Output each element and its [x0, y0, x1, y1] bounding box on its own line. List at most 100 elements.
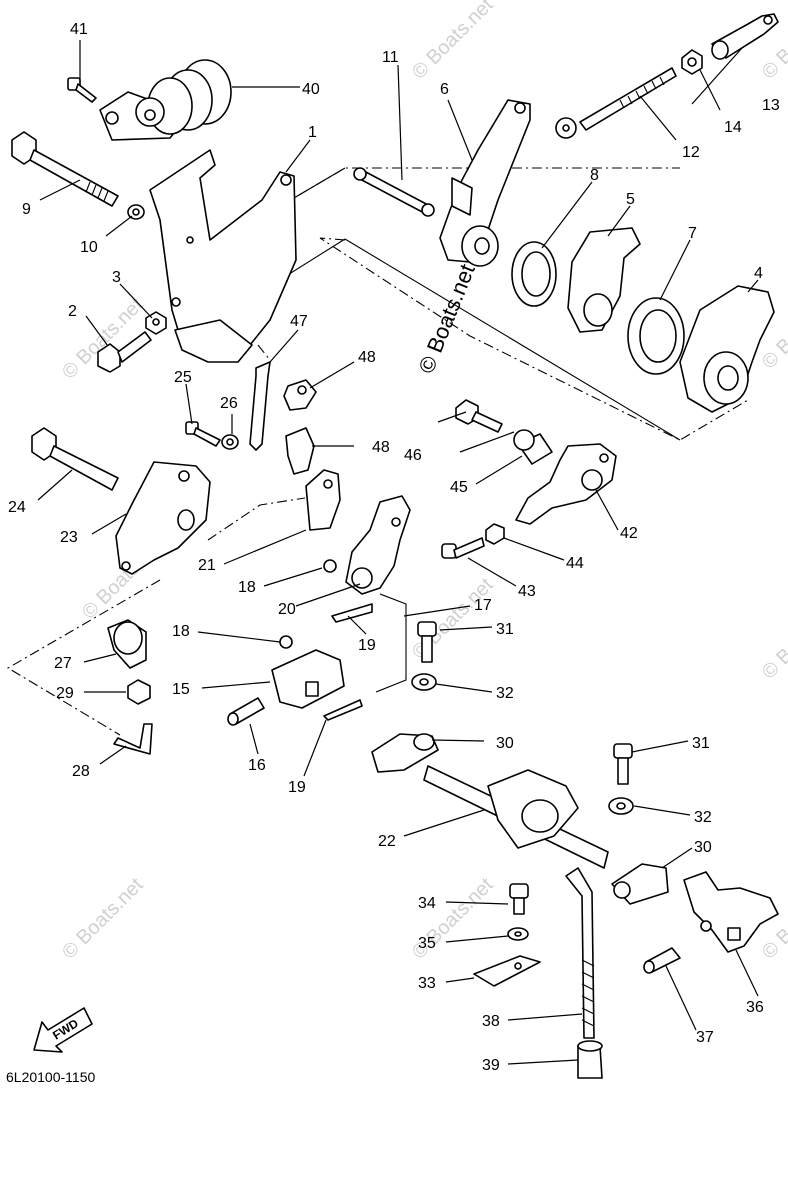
callout-47: 47 — [290, 313, 308, 330]
part-5-cam — [567, 227, 641, 333]
part-20-shift-lever — [345, 495, 411, 595]
part-38-rod — [565, 867, 595, 1039]
part-10-washer — [127, 204, 145, 220]
part-30-arm-lower — [611, 863, 669, 905]
diagram-code: 6L20100-1150 — [6, 1069, 95, 1085]
callout-43: 43 — [518, 583, 536, 600]
callout-5: 5 — [626, 191, 635, 208]
part-31-bolt-lower — [613, 743, 633, 785]
callout-16: 16 — [248, 757, 266, 774]
part-32-washer-upper — [411, 673, 437, 691]
callout-26: 26 — [220, 395, 238, 412]
callout-18a: 18 — [238, 579, 256, 596]
part-18-washer-lower — [279, 635, 293, 649]
callout-1: 1 — [308, 124, 317, 141]
callout-31a: 31 — [496, 621, 514, 638]
callout-15: 15 — [172, 681, 190, 698]
callouts: 1 2 3 4 5 6 7 8 9 10 11 12 13 14 15 16 1… — [8, 21, 780, 1074]
part-48-clip-upper — [283, 379, 317, 411]
callout-34: 34 — [418, 895, 436, 912]
part-32-washer-lower — [608, 797, 634, 815]
callout-2: 2 — [68, 303, 77, 320]
part-46-bolt — [455, 399, 503, 433]
part-2-bolt — [97, 331, 152, 373]
part-11-pin — [353, 167, 435, 217]
part-36-lever — [683, 871, 779, 953]
callout-33: 33 — [418, 975, 436, 992]
callout-11: 11 — [382, 49, 399, 66]
part-17-link-rod — [375, 593, 407, 693]
part-8-collar — [511, 241, 557, 307]
part-42-lever — [515, 443, 617, 525]
callout-14: 14 — [724, 119, 742, 136]
part-18-washer-upper — [323, 559, 337, 573]
part-19-cotter-pin-lower — [323, 699, 363, 721]
callout-17: 17 — [474, 597, 492, 614]
callout-19a: 19 — [358, 637, 376, 654]
callout-8: 8 — [590, 167, 599, 184]
part-1-bracket — [149, 149, 297, 363]
part-40-pulley — [99, 59, 232, 141]
watermark: © Boats.net — [58, 874, 148, 964]
callout-31b: 31 — [692, 735, 710, 752]
callout-40: 40 — [302, 81, 320, 98]
part-27-knob — [107, 619, 147, 669]
callout-23: 23 — [60, 529, 78, 546]
callout-29: 29 — [56, 685, 74, 702]
callout-9: 9 — [22, 201, 31, 218]
watermark: © Boats.net — [758, 0, 788, 84]
callout-30a: 30 — [496, 735, 514, 752]
part-34-bolt — [509, 883, 529, 915]
watermark: © Boats.net — [408, 0, 498, 84]
part-31-bolt-upper — [417, 621, 437, 663]
part-12-rod — [555, 67, 677, 139]
part-7-collar — [627, 297, 685, 375]
callout-37: 37 — [696, 1029, 714, 1046]
callout-20: 20 — [278, 601, 296, 618]
part-37-pin — [643, 947, 681, 974]
part-45-bushing — [513, 429, 553, 465]
part-44-nut — [485, 523, 505, 545]
callout-32a: 32 — [496, 685, 514, 702]
part-22-shaft — [423, 765, 609, 869]
part-28-pin — [113, 723, 153, 755]
part-6-lever — [439, 99, 531, 267]
callout-48a: 48 — [358, 349, 376, 366]
callout-46: 46 — [404, 447, 422, 464]
callout-35: 35 — [418, 935, 436, 952]
callout-41: 41 — [70, 21, 88, 38]
part-43-bolt — [441, 537, 485, 559]
callout-38: 38 — [482, 1013, 500, 1030]
part-26-washer — [221, 434, 239, 450]
part-21-lever — [305, 469, 341, 531]
part-9-bolt — [11, 131, 119, 207]
part-24-bolt — [31, 427, 119, 491]
callout-7: 7 — [688, 225, 697, 242]
callout-21: 21 — [198, 557, 216, 574]
callout-27: 27 — [54, 655, 72, 672]
callout-44: 44 — [566, 555, 584, 572]
callout-32b: 32 — [694, 809, 712, 826]
callout-10: 10 — [80, 239, 98, 256]
watermark: © Boats.net — [758, 594, 788, 684]
fwd-arrow-icon: FWD — [33, 1007, 93, 1053]
part-30-arm-upper — [371, 733, 439, 773]
callout-18b: 18 — [172, 623, 190, 640]
part-29-nut — [127, 679, 151, 705]
callout-28: 28 — [72, 763, 90, 780]
part-14-nut — [681, 49, 703, 75]
callout-36: 36 — [746, 999, 764, 1016]
leader-lines — [37, 40, 759, 1065]
callout-42: 42 — [620, 525, 638, 542]
part-48-clip-lower — [285, 427, 315, 475]
part-13-rod-end — [711, 13, 779, 60]
callout-24: 24 — [8, 499, 26, 516]
callout-12: 12 — [682, 144, 700, 161]
callout-3: 3 — [112, 269, 121, 286]
part-41-bolt — [67, 77, 97, 103]
part-33-plate — [473, 955, 541, 987]
callout-6: 6 — [440, 81, 449, 98]
callout-48b: 48 — [372, 439, 390, 456]
callout-25: 25 — [174, 369, 192, 386]
